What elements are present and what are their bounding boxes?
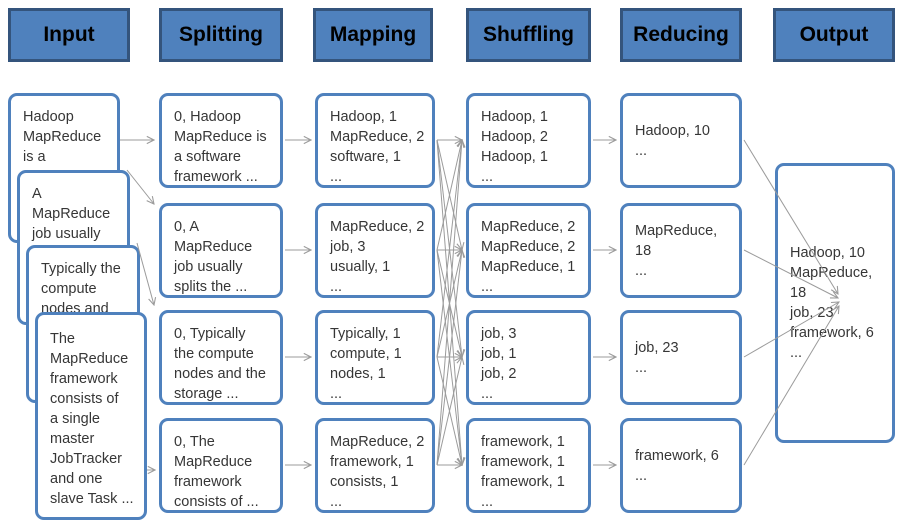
shuffling-box-1: Hadoop, 1 Hadoop, 2 Hadoop, 1 ... bbox=[466, 93, 591, 188]
mapping-box-3-text: Typically, 1 compute, 1 nodes, 1 ... bbox=[330, 326, 402, 402]
reducing-box-2-text: MapReduce, 18 ... bbox=[635, 222, 718, 279]
output-box: Hadoop, 10 MapReduce, 18 job, 23 framewo… bbox=[775, 163, 895, 443]
mapping-box-4: MapReduce, 2 framework, 1 consists, 1 ..… bbox=[315, 418, 435, 513]
splitting-box-4-text: 0, The MapReduce framework consists of .… bbox=[174, 434, 259, 510]
reducing-box-4-text: framework, 6 ... bbox=[635, 447, 719, 484]
shuffling-box-2: MapReduce, 2 MapReduce, 2 MapReduce, 1 .… bbox=[466, 203, 591, 298]
reducing-box-2: MapReduce, 18 ... bbox=[620, 203, 742, 298]
shuffling-box-2-text: MapReduce, 2 MapReduce, 2 MapReduce, 1 .… bbox=[481, 219, 576, 295]
splitting-box-4: 0, The MapReduce framework consists of .… bbox=[159, 418, 283, 513]
shuffling-box-3-text: job, 3 job, 1 job, 2 ... bbox=[481, 326, 517, 402]
mapping-box-1-text: Hadoop, 1 MapReduce, 2 software, 1 ... bbox=[330, 109, 425, 185]
reducing-box-3-text: job, 23 ... bbox=[635, 339, 679, 376]
stage-header-reducing: Reducing bbox=[620, 8, 742, 62]
input-box-4-text: The MapReduce framework consists of a si… bbox=[50, 331, 134, 507]
output-box-text: Hadoop, 10 MapReduce, 18 job, 23 framewo… bbox=[790, 245, 874, 361]
stage-header-output: Output bbox=[773, 8, 895, 62]
reducing-box-1-text: Hadoop, 10 ... bbox=[635, 122, 710, 159]
shuffling-box-4-text: framework, 1 framework, 1 framework, 1 .… bbox=[481, 434, 565, 510]
shuffling-box-4: framework, 1 framework, 1 framework, 1 .… bbox=[466, 418, 591, 513]
shuffling-box-1-text: Hadoop, 1 Hadoop, 2 Hadoop, 1 ... bbox=[481, 109, 548, 185]
splitting-box-2: 0, A MapReduce job usually splits the ..… bbox=[159, 203, 283, 298]
mapping-box-1: Hadoop, 1 MapReduce, 2 software, 1 ... bbox=[315, 93, 435, 188]
stage-header-input: Input bbox=[8, 8, 130, 62]
splitting-box-1: 0, Hadoop MapReduce is a software framew… bbox=[159, 93, 283, 188]
splitting-box-1-text: 0, Hadoop MapReduce is a software framew… bbox=[174, 109, 267, 185]
input-box-4: The MapReduce framework consists of a si… bbox=[35, 312, 147, 520]
stage-header-shuffling: Shuffling bbox=[466, 8, 591, 62]
splitting-box-3: 0, Typically the compute nodes and the s… bbox=[159, 310, 283, 405]
stage-header-mapping: Mapping bbox=[313, 8, 433, 62]
stage-header-splitting: Splitting bbox=[159, 8, 283, 62]
shuffling-box-3: job, 3 job, 1 job, 2 ... bbox=[466, 310, 591, 405]
reducing-box-3: job, 23 ... bbox=[620, 310, 742, 405]
splitting-box-3-text: 0, Typically the compute nodes and the s… bbox=[174, 326, 266, 402]
reducing-box-4: framework, 6 ... bbox=[620, 418, 742, 513]
mapping-box-4-text: MapReduce, 2 framework, 1 consists, 1 ..… bbox=[330, 434, 425, 510]
mapping-box-2-text: MapReduce, 2 job, 3 usually, 1 ... bbox=[330, 219, 425, 295]
mapping-box-3: Typically, 1 compute, 1 nodes, 1 ... bbox=[315, 310, 435, 405]
reducing-box-1: Hadoop, 10 ... bbox=[620, 93, 742, 188]
splitting-box-2-text: 0, A MapReduce job usually splits the ..… bbox=[174, 219, 253, 295]
mapping-box-2: MapReduce, 2 job, 3 usually, 1 ... bbox=[315, 203, 435, 298]
